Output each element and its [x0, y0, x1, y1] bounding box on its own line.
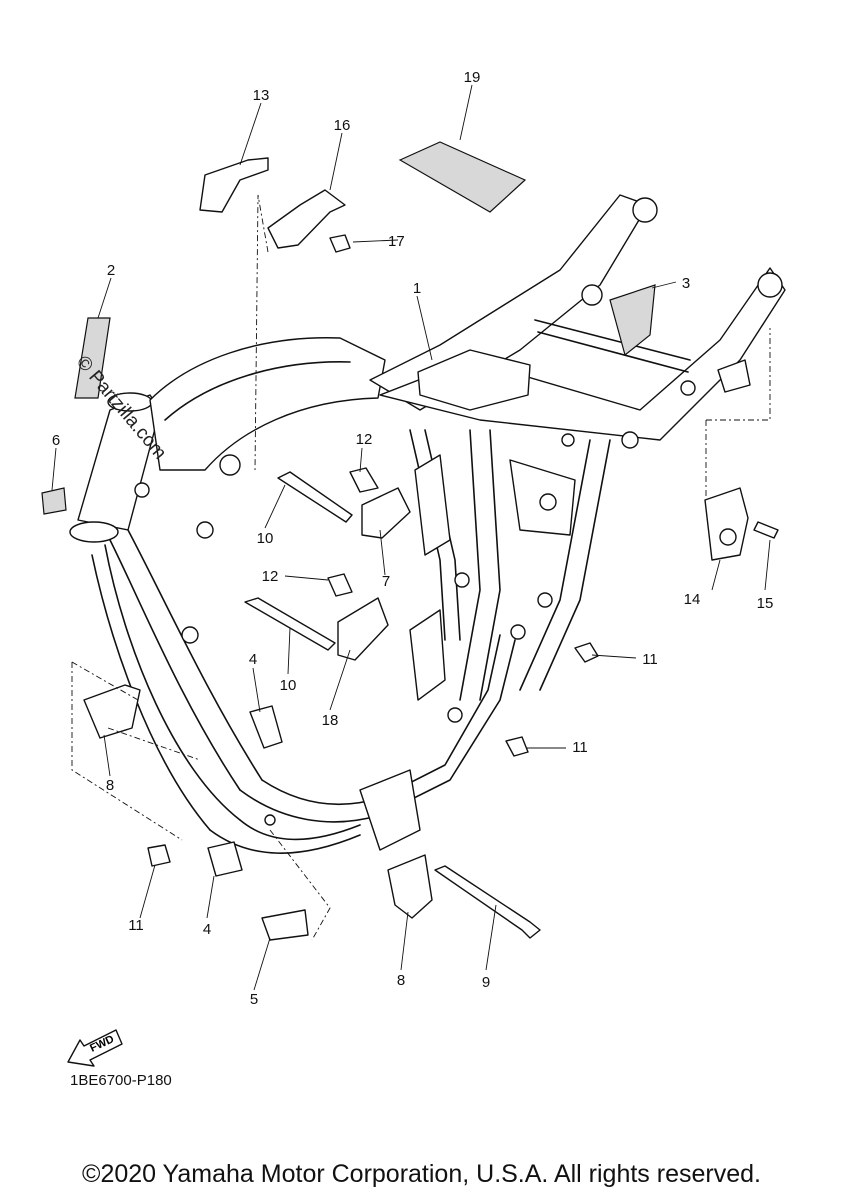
callout-10b: 10 — [280, 677, 297, 694]
part-5-clamp — [261, 909, 309, 941]
part-11-nut-right-lower — [505, 736, 529, 757]
part-19-cover — [398, 141, 527, 213]
callout-14: 14 — [684, 591, 701, 608]
callout-7: 7 — [382, 573, 390, 590]
callout-3: 3 — [682, 275, 690, 292]
callout-10a: 10 — [257, 530, 274, 547]
diagram-code: 1BE6700-P180 — [70, 1072, 172, 1089]
part-12-bolt-lower — [327, 573, 353, 597]
part-17-bolt — [329, 234, 351, 253]
part-4-clamp-lower — [207, 841, 243, 877]
frame-assembly — [69, 194, 786, 854]
callout-2: 2 — [107, 262, 115, 279]
callout-labels: 19 13 16 17 2 1 3 6 12 10 7 12 10 18 4 8… — [52, 69, 774, 1008]
part-7-plate — [361, 487, 411, 539]
callout-13: 13 — [253, 87, 270, 104]
part-13-bracket — [199, 157, 269, 213]
part-8-bracket-left — [83, 684, 141, 739]
callout-5: 5 — [250, 991, 258, 1008]
callout-12b: 12 — [262, 568, 279, 585]
part-2-decal — [74, 317, 111, 399]
callout-6: 6 — [52, 432, 60, 449]
part-10-bolt-upper — [277, 471, 353, 523]
part-11-nut-right-upper — [574, 642, 599, 663]
part-10-bolt-lower — [244, 597, 336, 651]
callout-12a: 12 — [356, 431, 373, 448]
frame-exploded-diagram: 19 13 16 17 2 1 3 6 12 10 7 12 10 18 4 8… — [41, 69, 786, 1067]
part-18-plate — [337, 597, 389, 661]
part-14-block — [704, 487, 749, 561]
callout-1: 1 — [413, 280, 421, 297]
callout-9: 9 — [482, 974, 490, 991]
part-8-bracket-right — [387, 854, 433, 919]
callout-8a: 8 — [106, 777, 114, 794]
fwd-arrow-icon: FWD — [67, 1029, 123, 1067]
callout-11a: 11 — [642, 651, 658, 668]
callout-16: 16 — [334, 117, 351, 134]
callout-19: 19 — [464, 69, 481, 86]
copyright-notice: ©2020 Yamaha Motor Corporation, U.S.A. A… — [82, 1160, 761, 1188]
part-3-plate — [609, 284, 656, 357]
callout-4b: 4 — [203, 921, 211, 938]
part-12-bolt-upper — [349, 467, 379, 493]
callout-8b: 8 — [397, 972, 405, 989]
callout-15: 15 — [757, 595, 774, 612]
part-9-bolt — [434, 865, 541, 939]
part-15-bolt — [753, 521, 779, 539]
leader-lines — [51, 84, 771, 991]
part-6-decal — [41, 487, 67, 515]
callout-4a: 4 — [249, 651, 257, 668]
callout-18: 18 — [322, 712, 339, 729]
part-11-nut-left — [147, 844, 171, 867]
part-16-bracket — [267, 189, 346, 249]
callout-17: 17 — [388, 233, 405, 250]
part-4-clamp-upper — [249, 705, 283, 749]
callout-11c: 11 — [128, 917, 144, 934]
callout-11b: 11 — [572, 739, 588, 756]
